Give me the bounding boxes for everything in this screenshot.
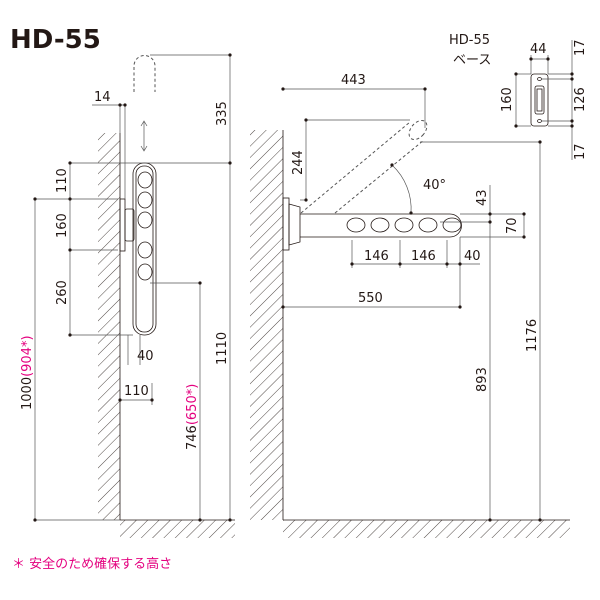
dim-146-a: 146 — [364, 249, 389, 264]
product-title: HD-55 — [10, 25, 101, 55]
dim-335: 335 — [215, 101, 230, 126]
base-plate — [530, 73, 549, 127]
dim-17-top: 17 — [573, 39, 588, 56]
dim-443: 443 — [341, 73, 366, 88]
hanger-arm-extended — [300, 213, 462, 238]
wall-bracket — [282, 197, 290, 251]
dim-260: 260 — [55, 280, 70, 305]
right-side-view: 443 244 40° 43 70 146 146 40 550 893 117… — [250, 73, 570, 538]
dim-550: 550 — [358, 291, 383, 306]
dim-146-b: 146 — [411, 249, 436, 264]
base-inset: HD-55 ベース 44 160 126 17 17 — [449, 33, 588, 160]
dim-126: 126 — [573, 87, 588, 112]
footnote: ＊ 安全のため確保する高さ — [12, 556, 172, 572]
dim-160: 160 — [55, 213, 70, 238]
raised-arm-outline — [133, 55, 156, 92]
wall-hatch — [98, 133, 120, 520]
wall-bracket — [119, 198, 126, 252]
dim-70: 70 — [505, 217, 520, 234]
dim-40: 40 — [137, 349, 154, 364]
left-side-view: 14 335 110 160 260 1000(904*) 40 110 746… — [20, 53, 235, 538]
dim-43: 43 — [475, 189, 490, 206]
dim-14: 14 — [94, 90, 111, 105]
floor-hatch — [120, 520, 235, 538]
dim-160: 160 — [500, 87, 515, 112]
raised-arm-outline — [300, 119, 428, 214]
dim-44: 44 — [530, 42, 547, 57]
dim-244: 244 — [291, 150, 306, 175]
hanger-arm-folded — [132, 162, 157, 336]
dim-893: 893 — [475, 367, 490, 392]
dim-1000: 1000(904*) — [20, 335, 35, 410]
dim-746: 746(650*) — [185, 384, 200, 450]
angle-40: 40° — [423, 178, 446, 193]
dim-17-bottom: 17 — [573, 143, 588, 160]
dim-110: 110 — [55, 168, 70, 193]
base-label: ベース — [453, 53, 491, 68]
dim-1110: 1110 — [215, 332, 230, 365]
dim-1176: 1176 — [525, 319, 540, 352]
dim-40-right: 40 — [464, 249, 481, 264]
dim-110-bottom: 110 — [124, 384, 149, 399]
base-model: HD-55 — [449, 33, 490, 48]
